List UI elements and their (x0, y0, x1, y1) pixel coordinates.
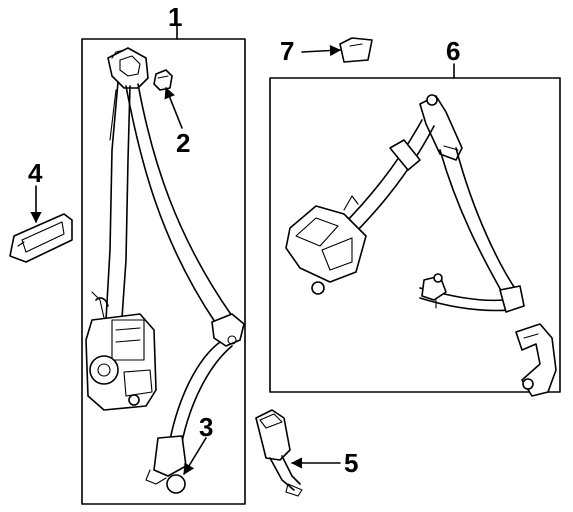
rear-retractor (285, 195, 367, 295)
callout-6-number: 6 (446, 36, 460, 66)
shoulder-anchor-loop (107, 47, 149, 89)
assembly-1-frame (81, 38, 246, 505)
front-belt-assembly-group (81, 25, 246, 505)
warning-label-part (301, 37, 373, 63)
front-retractor (85, 291, 157, 411)
tongue-plate (211, 313, 245, 347)
lap-belt-webbing (125, 83, 233, 323)
callout-1-number: 1 (168, 2, 182, 32)
anchor-cover-part (166, 437, 207, 494)
callout-3-leader (183, 437, 207, 475)
callout-2-number: 2 (176, 128, 190, 158)
lower-anchor-strap (145, 341, 233, 485)
rear-belt-assembly-group (269, 63, 561, 397)
callout-2-leader (164, 86, 183, 129)
upper-guide (419, 94, 463, 161)
callout-4-number: 4 (28, 158, 43, 188)
rear-lap-webbing (439, 147, 517, 297)
bolt-cap-part (153, 69, 183, 129)
shoulder-belt-webbing (105, 81, 131, 321)
rear-shoulder-webbing (339, 119, 435, 237)
rear-buckle-loop (515, 323, 557, 397)
assembly-6-frame (269, 77, 561, 393)
rear-lap-anchor (419, 273, 525, 313)
callout-3-number: 3 (199, 412, 213, 442)
buckle-part (255, 409, 341, 497)
callout-7-leader (301, 44, 342, 57)
callout-7-number: 7 (280, 36, 294, 66)
callout-5-number: 5 (344, 448, 358, 478)
trim-bezel-part (9, 185, 73, 263)
